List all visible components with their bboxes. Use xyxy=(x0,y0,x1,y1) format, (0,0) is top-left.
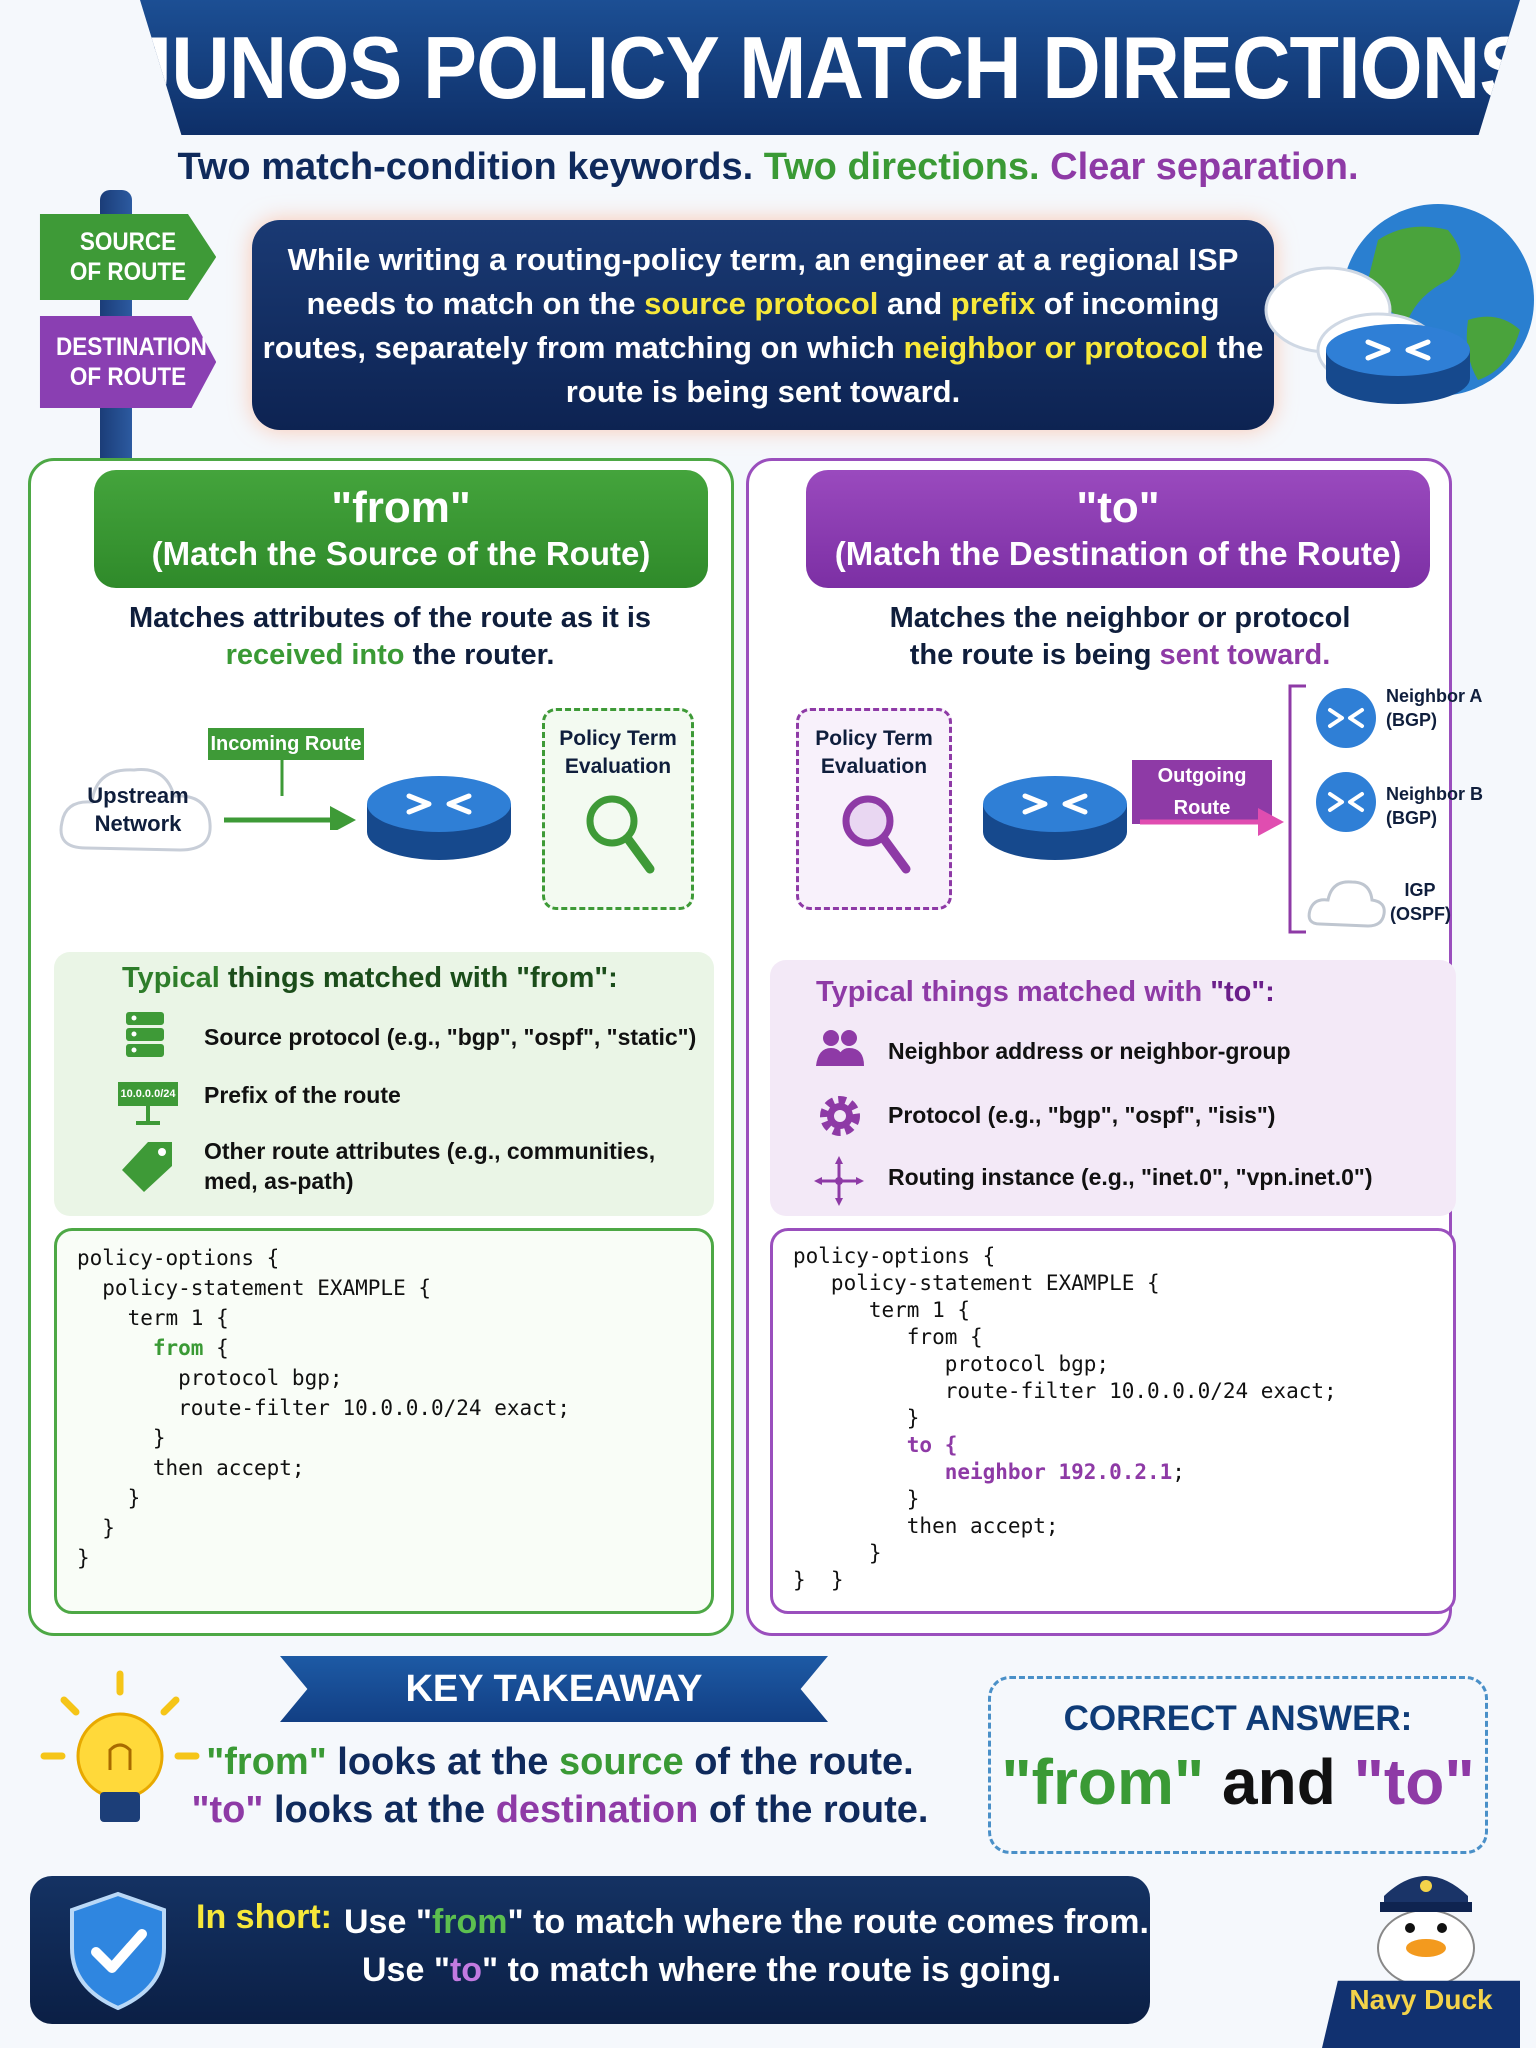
tag-icon xyxy=(122,1142,172,1192)
router-icon xyxy=(983,776,1127,860)
incoming-route-label: Incoming Route xyxy=(208,728,364,760)
to-list xyxy=(770,960,1456,1216)
sign-source: SOURCE OF ROUTE xyxy=(39,214,217,300)
key-takeaway-text: "from" looks at the source of the route.… xyxy=(191,1741,929,1831)
prefix-tag-icon: 10.0.0.0/24 xyxy=(118,1082,178,1106)
intro-box: While writing a routing-policy term, an … xyxy=(252,220,1274,430)
router-icon xyxy=(367,776,511,860)
prefix-stand-icon xyxy=(136,1104,160,1125)
page-title: JUNOS POLICY MATCH DIRECTIONS xyxy=(127,17,1533,117)
to-keyword: "to" xyxy=(1076,483,1160,532)
upstream-cloud-icon xyxy=(59,768,212,852)
magnifier-icon xyxy=(586,795,655,874)
correct-answer-value: "from" and "to" xyxy=(1001,1746,1475,1818)
incoming-arrow-icon xyxy=(224,760,356,830)
neighbor-a-label: Neighbor A (BGP) xyxy=(1386,686,1482,730)
from-list-item: Other route attributes (e.g., communitie… xyxy=(204,1138,656,1194)
sign-destination: DESTINATION OF ROUTE xyxy=(39,316,217,408)
to-description: Matches the neighbor or protocol the rou… xyxy=(889,602,1351,671)
igp-label: IGP (OSPF) xyxy=(1390,880,1451,924)
from-keyword: "from" xyxy=(331,483,471,532)
correct-answer-title: CORRECT ANSWER: xyxy=(1063,1699,1413,1738)
gear-icon xyxy=(820,1096,860,1136)
outgoing-route-label: Outgoing Route xyxy=(1132,760,1272,824)
shield-check-icon xyxy=(70,1891,166,2011)
to-header: "to" (Match the Destination of the Route… xyxy=(806,470,1430,588)
from-code-block: policy-options { policy-statement EXAMPL… xyxy=(54,1228,714,1614)
in-short-box xyxy=(30,1876,1150,2024)
globe-router-icon xyxy=(1264,204,1534,404)
from-subtitle: (Match the Source of the Route) xyxy=(151,535,651,572)
subtitle-part-3: Clear separation. xyxy=(1050,146,1359,188)
in-short-text: Use "from" to match where the route come… xyxy=(344,1903,1149,1989)
magnifier-icon xyxy=(842,795,911,874)
server-icon xyxy=(126,1012,164,1057)
correct-answer-box: CORRECT ANSWER: "from" and "to" xyxy=(988,1676,1488,1854)
to-list-item: Neighbor address or neighbor-group xyxy=(888,1038,1291,1064)
key-takeaway-ribbon: KEY TAKEAWAY xyxy=(280,1656,828,1722)
igp-cloud-icon xyxy=(1307,880,1386,928)
from-header: "from" (Match the Source of the Route) xyxy=(94,470,708,588)
to-code-block: policy-options { policy-statement EXAMPL… xyxy=(770,1228,1456,1614)
neighbor-b-router-icon xyxy=(1316,772,1376,832)
navy-duck-brand: Navy Duck xyxy=(1322,1980,1520,2048)
routing-instance-icon xyxy=(814,1156,864,1206)
in-short-label: In short: xyxy=(196,1898,332,1936)
from-policy-eval: Policy Term Evaluation xyxy=(542,708,694,910)
lightbulb-icon xyxy=(40,1670,200,1822)
outgoing-arrow-icon xyxy=(1140,684,1306,934)
navy-duck-mascot-icon xyxy=(1377,1876,1475,1982)
title-banner: JUNOS POLICY MATCH DIRECTIONS xyxy=(140,0,1520,135)
to-subtitle: (Match the Destination of the Route) xyxy=(834,535,1402,572)
subtitle: Two match-condition keywords. Two direct… xyxy=(0,146,1536,189)
neighbor-b-label: Neighbor B (BGP) xyxy=(1386,784,1483,828)
from-list-item: Prefix of the route xyxy=(204,1082,401,1108)
upstream-label: Upstream Network xyxy=(87,783,189,836)
to-policy-eval: Policy Term Evaluation xyxy=(796,708,952,910)
subtitle-part-1: Two match-condition keywords. xyxy=(177,146,754,188)
from-list-heading: Typical things matched with "from": xyxy=(122,962,618,994)
neighbor-a-router-icon xyxy=(1316,688,1376,748)
to-list-item: Routing instance (e.g., "inet.0", "vpn.i… xyxy=(888,1164,1373,1190)
subtitle-part-2: Two directions. xyxy=(763,146,1040,188)
users-icon xyxy=(816,1030,864,1066)
to-list-heading: Typical things matched with "to": xyxy=(816,976,1275,1008)
from-list-item: Source protocol (e.g., "bgp", "ospf", "s… xyxy=(204,1024,697,1050)
from-description: Matches attributes of the route as it is… xyxy=(128,602,652,671)
to-list-item: Protocol (e.g., "bgp", "ospf", "isis") xyxy=(888,1102,1276,1128)
